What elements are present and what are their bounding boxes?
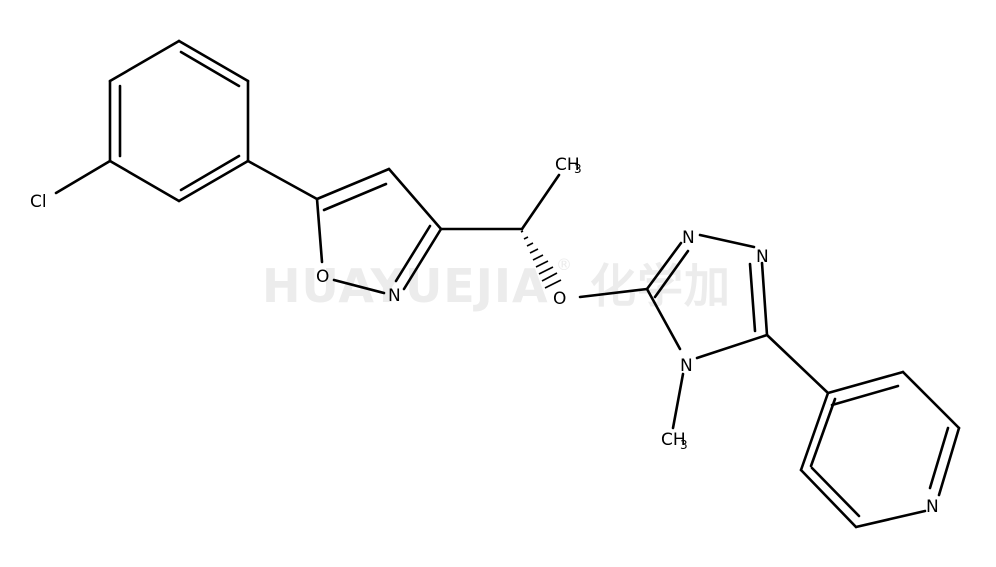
atom-ether-oxygen: O [553, 289, 566, 309]
nmethyl-subscript: 3 [680, 438, 688, 452]
methyl-top-subscript: 3 [574, 162, 582, 176]
methyl-group-top: CH 3 [555, 155, 582, 176]
atom-isoxazole-nitrogen: N [388, 286, 401, 306]
isoxazole-ring [315, 167, 443, 295]
atom-isoxazole-oxygen: O [316, 267, 329, 287]
bond-chiral-methyl [520, 173, 561, 231]
atom-chlorine: Cl [30, 192, 47, 212]
pyridine-ring [799, 370, 961, 529]
watermark: HUAYUEJIA ® 化学加 [262, 255, 731, 313]
watermark-registered: ® [556, 255, 572, 274]
bond-ether-triazole [578, 287, 649, 299]
atom-triazole-n2: N [756, 247, 769, 267]
bond-phenyl-isoxazole [246, 159, 319, 201]
hashed-wedge-bond [520, 230, 562, 289]
bond-c-cl [54, 159, 112, 195]
methyl-top-label: CH [555, 155, 580, 175]
bond-n-methyl [671, 372, 685, 430]
methyl-group-nmethyl: CH 3 [661, 430, 688, 452]
watermark-cjk: 化学加 [590, 259, 731, 313]
atom-triazole-n4: N [680, 356, 693, 376]
atom-triazole-n1: N [682, 228, 695, 248]
bond-triazole-pyridine [765, 333, 830, 395]
atom-pyridine-nitrogen: N [926, 497, 939, 517]
triazole-ring [645, 233, 769, 360]
chlorophenyl-ring [108, 39, 250, 203]
nmethyl-label: CH [661, 430, 686, 450]
